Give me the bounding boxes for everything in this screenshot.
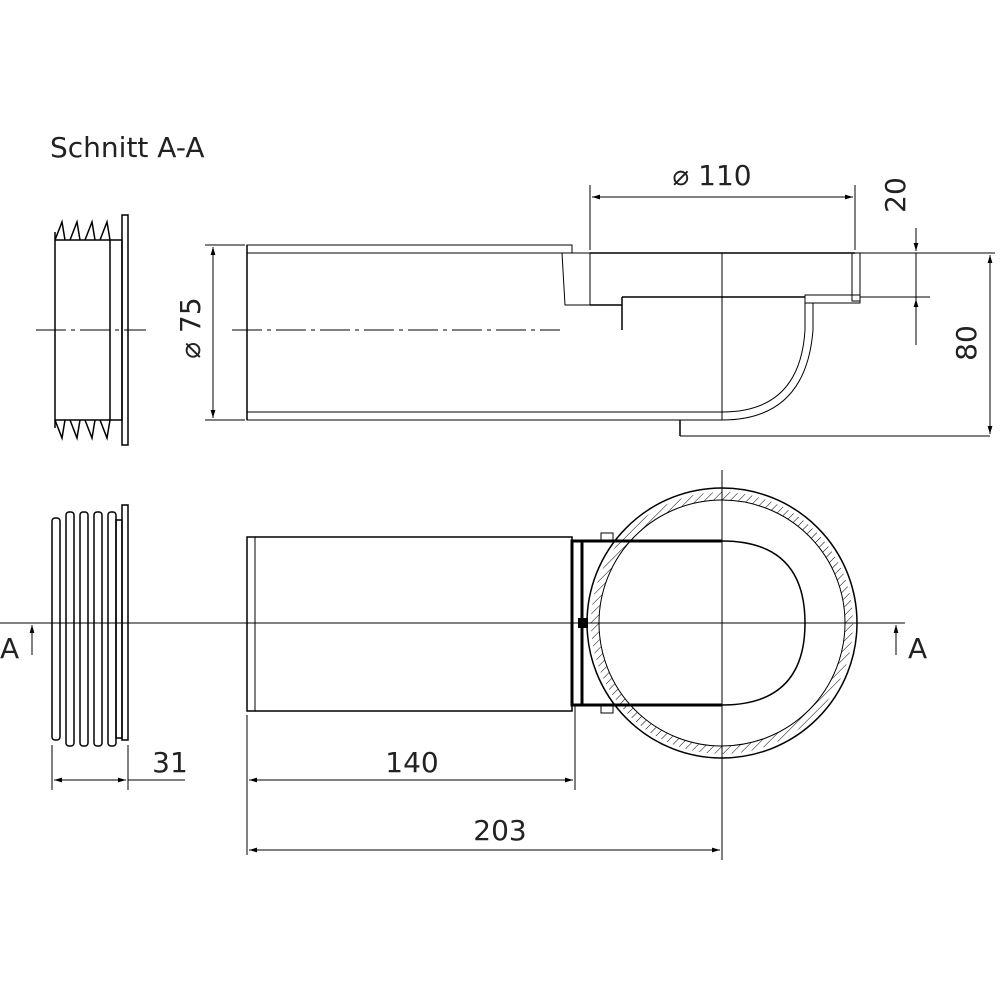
dim-d110-label: ⌀ 110 [672, 159, 751, 192]
dimension-w140: 140 [246, 705, 576, 855]
pipe-plan [246, 470, 858, 760]
dim-h20-label: 20 [879, 177, 912, 213]
section-axis-a: A A [0, 622, 927, 665]
dim-w140-label: 140 [385, 746, 438, 779]
dim-h80-label: 80 [950, 325, 983, 361]
section-mark-right: A [908, 632, 927, 665]
dimension-w31: 31 [51, 745, 188, 790]
dimension-h80: 80 [950, 255, 993, 434]
dim-w31-label: 31 [152, 746, 188, 779]
dimension-w203: 203 [249, 760, 723, 860]
section-mark-left: A [0, 632, 19, 665]
sleeve-plan [51, 504, 129, 747]
dim-d75-label: ⌀ 75 [174, 297, 207, 358]
drawing-title: Schnitt A-A [50, 131, 204, 164]
sleeve-section [36, 214, 146, 446]
dimension-d75: ⌀ 75 [174, 244, 245, 421]
pipe-section [232, 244, 990, 437]
dimension-h20: 20 [860, 177, 995, 345]
dim-w203-label: 203 [473, 814, 526, 847]
dimension-d110: ⌀ 110 [589, 159, 856, 250]
